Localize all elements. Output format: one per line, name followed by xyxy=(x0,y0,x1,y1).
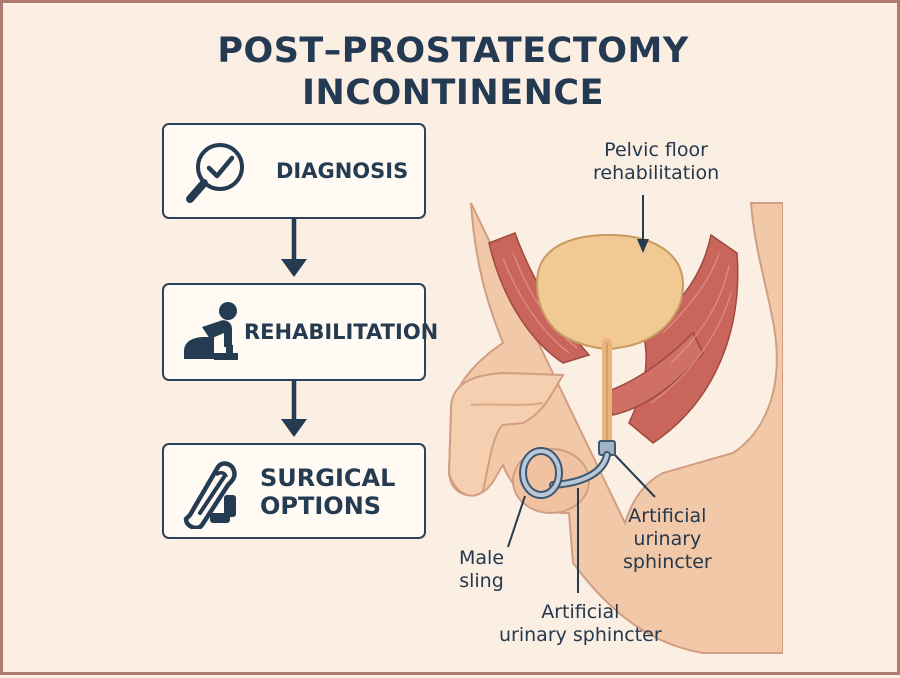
step-label-surgical: SURGICAL xyxy=(260,464,396,492)
label-artificial-sphincter-bottom: Artificial urinary sphincter xyxy=(499,601,662,647)
label-pelvic-floor-line1: Pelvic floor xyxy=(604,139,708,161)
step-label-diagnosis: DIAGNOSIS xyxy=(276,159,409,183)
label-artificial-sphincter-right: Artificial urinary sphincter xyxy=(623,505,712,574)
page-title-line2: INCONTINENCE xyxy=(301,73,605,113)
label-male-sling: Male sling xyxy=(459,547,504,593)
label-ausbottom-line2: urinary sphincter xyxy=(499,624,662,646)
label-ausright-line3: sphincter xyxy=(623,551,712,573)
label-ausbottom-line1: Artificial xyxy=(541,601,620,623)
arrow-down-icon xyxy=(281,381,307,437)
label-ausright-line1: Artificial xyxy=(628,505,707,527)
step-surgical-options: SURGICAL OPTIONS xyxy=(162,443,426,539)
step-label-rehabilitation: REHABILITATION xyxy=(244,320,439,344)
label-male-sling-line2: sling xyxy=(459,570,504,592)
scrotum-shape xyxy=(512,448,590,514)
label-pelvic-floor-line2: rehabilitation xyxy=(593,162,720,184)
page-title-line1: POST–PROSTATECTOMY xyxy=(217,31,689,71)
label-pelvic-floor: Pelvic floor rehabilitation xyxy=(593,139,719,185)
step-diagnosis: DIAGNOSIS xyxy=(162,123,426,219)
label-male-sling-line1: Male xyxy=(459,547,505,569)
arrow-down-icon xyxy=(281,219,307,277)
magnifier-check-icon xyxy=(182,137,248,211)
leader-lines xyxy=(507,195,656,593)
label-ausright-line2: urinary xyxy=(633,528,702,550)
step-rehabilitation: REHABILITATION xyxy=(162,283,438,381)
bladder-shape xyxy=(535,233,685,351)
kneeling-person-icon xyxy=(180,297,250,373)
step-label-options: OPTIONS xyxy=(260,492,382,520)
body-silhouette xyxy=(447,202,783,654)
pelvic-anatomy-illustration xyxy=(447,202,783,654)
implant-device-icon xyxy=(180,455,248,533)
